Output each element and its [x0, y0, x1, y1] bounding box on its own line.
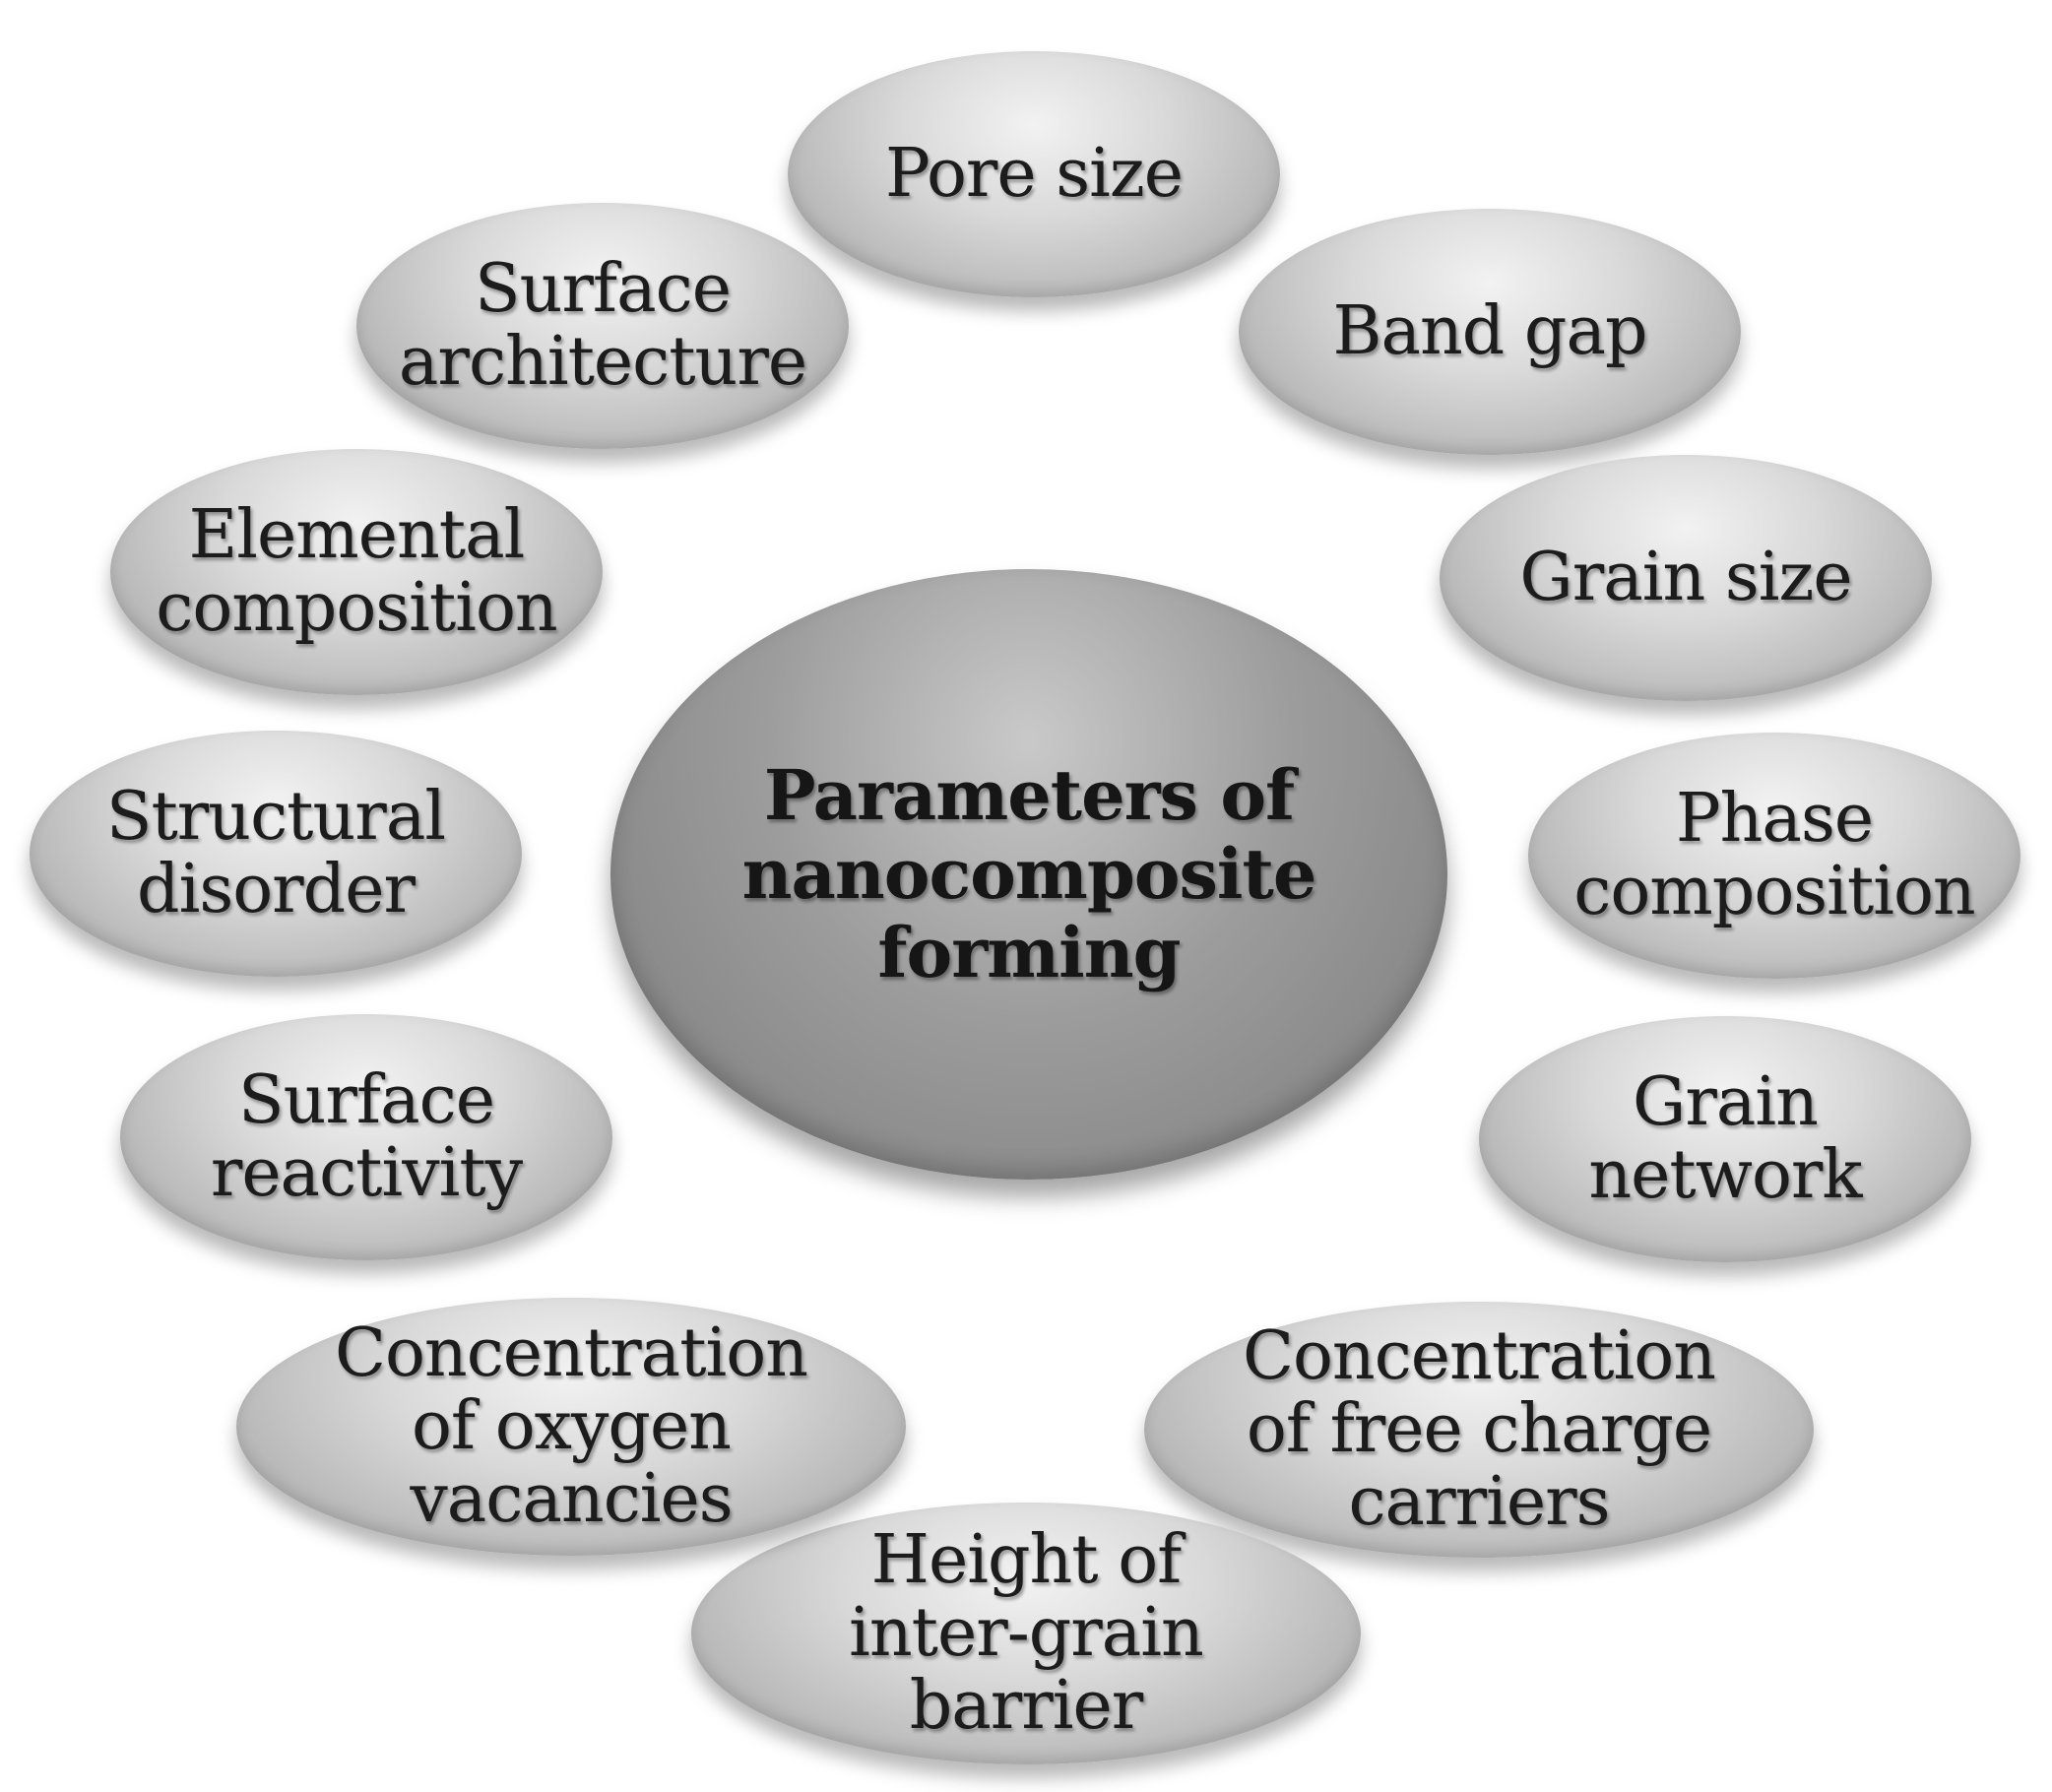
center-node: Parameters of nanocomposite forming: [610, 569, 1447, 1180]
node-label: Grain network: [1569, 1066, 1881, 1212]
node-label: Grain size: [1500, 542, 1871, 614]
node-line: Grain: [1633, 1063, 1819, 1141]
center-line-1: Parameters of: [763, 754, 1295, 836]
node-line: of oxygen: [411, 1387, 732, 1465]
node-line: reactivity: [210, 1134, 523, 1212]
node-height-inter-grain-barrier: Height of inter-grain barrier: [691, 1503, 1361, 1764]
node-line: disorder: [137, 851, 416, 928]
node-label: Structural disorder: [87, 781, 465, 927]
node-grain-size: Grain size: [1440, 455, 1932, 701]
node-line: composition: [156, 569, 557, 647]
node-line: vacancies: [410, 1460, 733, 1538]
node-label: Pore size: [866, 138, 1202, 211]
node-line: Concentration: [334, 1314, 808, 1392]
node-label: Concentration of free charge carriers: [1223, 1320, 1735, 1539]
node-surface-architecture: Surface architecture: [356, 203, 849, 449]
node-line: Concentration: [1242, 1317, 1716, 1395]
node-line: Structural: [105, 778, 446, 856]
node-line: of free charge: [1246, 1390, 1712, 1468]
node-line: Phase: [1675, 780, 1874, 858]
node-line: Surface: [238, 1061, 495, 1139]
node-line: Surface: [475, 250, 732, 328]
node-elemental-composition: Elemental composition: [110, 449, 603, 695]
node-line: inter-grain: [849, 1594, 1204, 1672]
node-line: barrier: [909, 1667, 1144, 1745]
node-pore-size: Pore size: [788, 51, 1280, 297]
node-line: carriers: [1348, 1463, 1610, 1541]
node-line: architecture: [398, 323, 807, 401]
node-grain-network: Grain network: [1479, 1016, 1971, 1262]
center-line-3: forming: [877, 912, 1181, 993]
node-concentration-oxygen-vacancies: Concentration of oxygen vacancies: [236, 1298, 906, 1556]
node-label: Height of inter-grain barrier: [829, 1524, 1223, 1743]
node-line: network: [1588, 1136, 1862, 1214]
node-label: Surface architecture: [379, 253, 826, 399]
node-label: Concentration of oxygen vacancies: [315, 1317, 827, 1536]
node-line: composition: [1573, 853, 1975, 930]
node-label: Surface reactivity: [191, 1064, 542, 1210]
node-label: Elemental composition: [136, 499, 576, 645]
node-line: Elemental: [188, 496, 526, 574]
node-structural-disorder: Structural disorder: [30, 731, 522, 977]
node-line: Grain size: [1519, 539, 1852, 616]
node-surface-reactivity: Surface reactivity: [120, 1014, 612, 1260]
node-concentration-free-charge-carriers: Concentration of free charge carriers: [1144, 1302, 1814, 1558]
node-label: Band gap: [1313, 295, 1666, 368]
node-line: Pore size: [884, 135, 1184, 213]
center-line-2: nanocomposite: [741, 833, 1317, 915]
node-phase-composition: Phase composition: [1528, 733, 2020, 979]
node-label: Phase composition: [1554, 783, 1994, 928]
center-node-label: Parameters of nanocomposite forming: [723, 756, 1336, 992]
node-band-gap: Band gap: [1239, 209, 1741, 455]
node-line: Band gap: [1332, 292, 1647, 370]
node-line: Height of: [870, 1521, 1183, 1599]
